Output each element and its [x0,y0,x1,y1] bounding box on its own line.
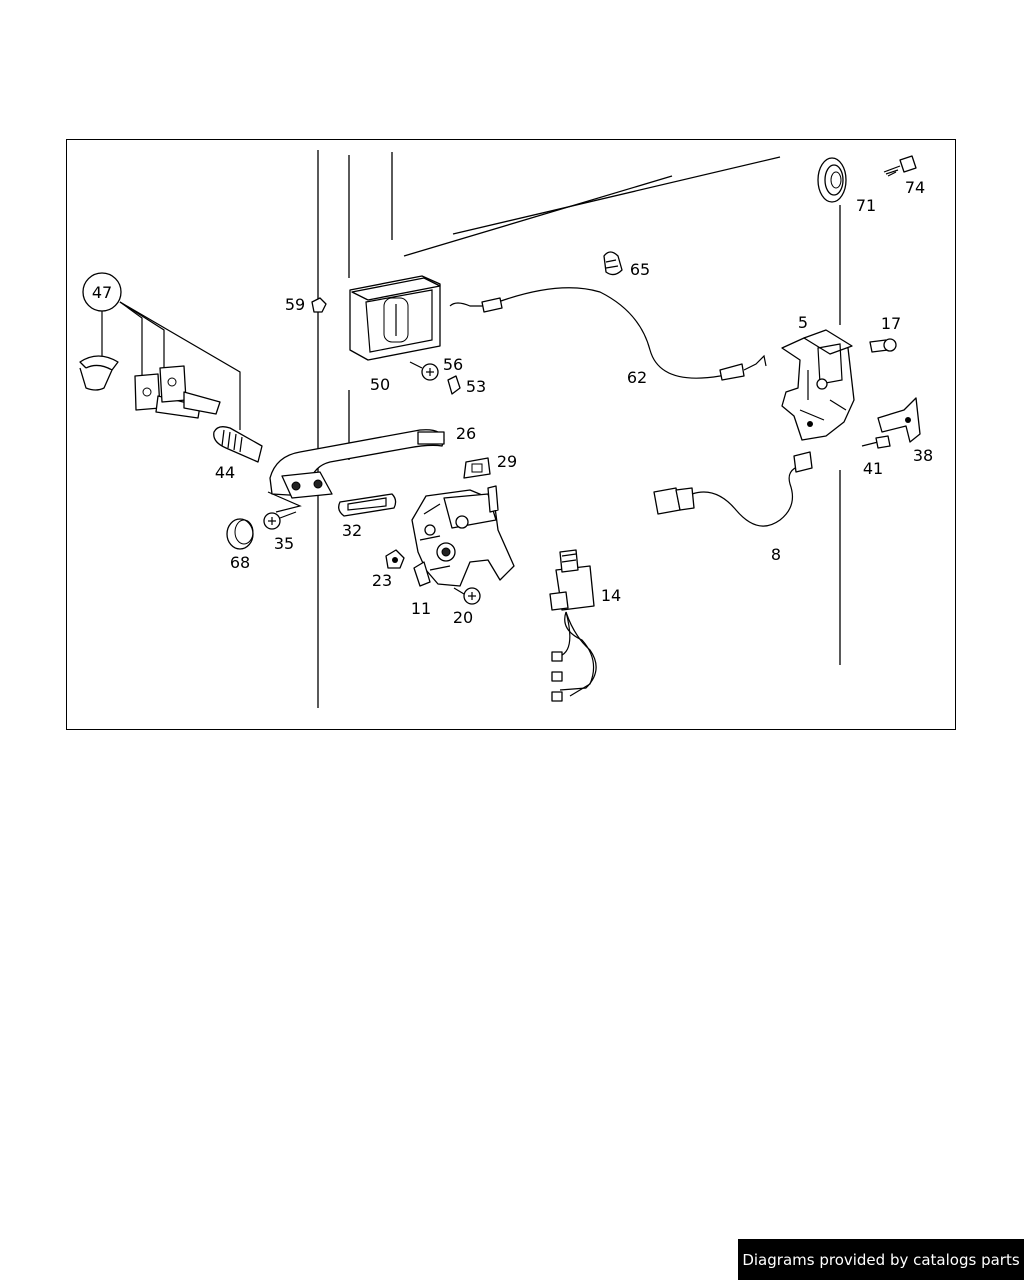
callout-53: 53 [466,377,486,396]
part-32-gasket[interactable] [338,493,397,517]
callout-35: 35 [274,534,294,553]
part-62-cable[interactable] [449,287,767,381]
callout-56: 56 [443,355,463,374]
callout-29: 29 [497,452,517,471]
callout-32: 32 [342,521,362,540]
part-38-bracket[interactable] [877,397,921,443]
callout-41: 41 [863,459,883,478]
callout-8: 8 [771,545,781,564]
part-26-outer-handle[interactable] [267,429,445,513]
callout-68: 68 [230,553,250,572]
door-frame-lines [317,150,841,708]
callout-59: 59 [285,295,305,314]
part-8-wiring-harness[interactable] [653,451,813,527]
diagram-credit-text: Diagrams provided by catalogs parts [742,1250,1020,1269]
callout-74: 74 [905,178,925,197]
callout-23: 23 [372,571,392,590]
callout-65: 65 [630,260,650,279]
part-56-screw[interactable] [409,361,439,381]
part-11-latch-mechanism[interactable] [411,485,515,587]
part-17-bolt[interactable] [869,338,897,353]
part-5-lock-bracket[interactable] [781,329,855,441]
callout-14: 14 [601,586,621,605]
callout-labels: 47 44 68 35 59 50 56 53 26 29 32 23 11 2… [92,178,933,627]
callout-26: 26 [456,424,476,443]
callout-17: 17 [881,314,901,333]
part-68-cap[interactable] [226,518,254,550]
part-14-actuator-switch[interactable] [549,549,597,702]
part-23-bushing[interactable] [385,549,405,569]
part-41-screw[interactable] [861,435,891,449]
part-44-lock-cylinder[interactable] [213,426,263,463]
callout-71: 71 [856,196,876,215]
diagram-credit-badge: Diagrams provided by catalogs parts [738,1239,1024,1280]
part-35-screw[interactable] [263,511,297,530]
part-29-clip[interactable] [463,457,491,479]
part-47-key-set[interactable] [79,272,241,430]
callout-62: 62 [627,368,647,387]
part-74-screw[interactable] [883,155,917,177]
part-53-clip[interactable] [447,375,461,395]
part-20-screw[interactable] [453,587,481,605]
callout-20: 20 [453,608,473,627]
callout-38: 38 [913,446,933,465]
callout-11: 11 [411,599,431,618]
callout-5: 5 [798,313,808,332]
callout-47: 47 [92,283,112,302]
part-65-cable-clip[interactable] [603,251,623,276]
callout-50: 50 [370,375,390,394]
diagram-frame [66,139,956,730]
callout-44: 44 [215,463,235,482]
part-50-inner-handle-housing[interactable] [349,275,441,361]
part-59-nut[interactable] [311,297,327,313]
part-71-grommet[interactable] [817,157,847,203]
